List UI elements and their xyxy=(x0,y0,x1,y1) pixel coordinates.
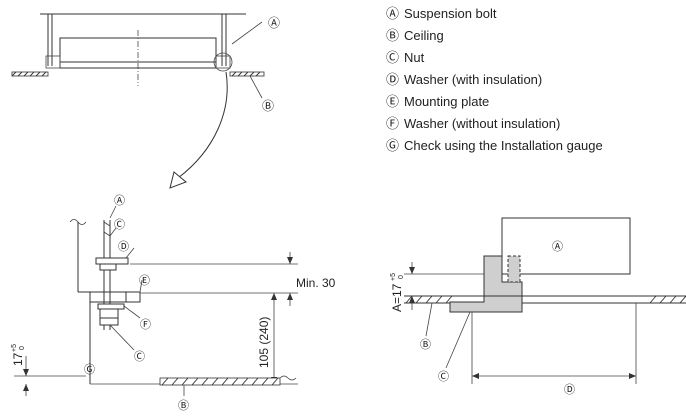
legend-text: Ceiling xyxy=(404,28,444,43)
ceiling-hatch-right xyxy=(231,71,261,77)
top-view: Ⓐ Ⓑ xyxy=(11,13,280,189)
gauge-view: Ⓐ A=17 +5 0 Ⓓ xyxy=(390,217,686,396)
gauge-label-c: Ⓒ xyxy=(438,370,449,383)
legend-text: Washer (without insulation) xyxy=(404,116,561,131)
top-label-b: Ⓑ xyxy=(262,99,274,113)
curved-arrow-head xyxy=(169,171,187,189)
ceiling-hatch-left xyxy=(11,71,47,77)
mounting-plate xyxy=(90,291,141,303)
detail-label-d: Ⓓ xyxy=(118,240,129,253)
detail-label-e: Ⓔ xyxy=(139,274,150,287)
gauge-label-d: Ⓓ xyxy=(564,383,575,396)
legend-text: Washer (with insulation) xyxy=(404,72,543,87)
dim-17: 17 xyxy=(11,352,25,366)
dim-a-minus: 0 xyxy=(398,275,405,279)
dim-17-group: 17 +5 0 xyxy=(11,344,26,366)
legend-text: Nut xyxy=(404,50,425,65)
curved-arrow xyxy=(177,71,228,179)
detail-label-g: Ⓖ xyxy=(84,363,95,376)
upper-washer xyxy=(95,257,129,265)
dim-a-group: A=17 +5 0 xyxy=(390,273,405,312)
legend-text: Mounting plate xyxy=(404,94,490,109)
legend-item: Ⓕ Washer (without insulation) xyxy=(386,113,560,132)
legend-item: Ⓖ Check using the Installation gauge xyxy=(386,135,603,154)
dim-17-minus: 0 xyxy=(19,346,26,350)
detail-label-f: Ⓕ xyxy=(140,318,151,331)
dim-min-30: Min. 30 xyxy=(296,276,336,290)
lower-nut xyxy=(99,308,119,319)
gauge-label-b: Ⓑ xyxy=(420,338,431,351)
gauge-label-a: Ⓐ xyxy=(552,240,563,253)
legend-marker: Ⓖ xyxy=(386,138,400,153)
upper-nut xyxy=(99,263,117,271)
legend-item: Ⓐ Suspension bolt xyxy=(386,3,497,22)
lower-washer xyxy=(97,303,125,310)
legend-marker: Ⓔ xyxy=(386,94,400,109)
legend-marker: Ⓕ xyxy=(386,116,400,131)
legend-item: Ⓑ Ceiling xyxy=(386,25,444,44)
gauge-unit-box xyxy=(501,217,631,275)
legend-marker: Ⓓ xyxy=(386,72,400,87)
dim-105: 105 (240) xyxy=(257,317,271,368)
dim-17-plus: +5 xyxy=(11,344,18,352)
detail-label-b: Ⓑ xyxy=(178,399,189,412)
detail-label-c1: Ⓒ xyxy=(114,218,125,231)
detail-label-c2: Ⓒ xyxy=(134,350,145,363)
legend-text: Check using the Installation gauge xyxy=(404,138,603,153)
legend-marker: Ⓒ xyxy=(386,50,400,65)
legend-marker: Ⓐ xyxy=(386,6,400,21)
dim-a-plus: +5 xyxy=(390,273,397,281)
bottom-ceiling-hatch xyxy=(161,377,279,386)
legend-marker: Ⓑ xyxy=(386,28,400,43)
detail-view: Ⓐ Ⓒ Ⓓ Ⓔ Ⓕ Ⓒ Ⓖ Min. 30 105 (240) 17 +5 0 xyxy=(11,194,336,412)
legend-item: Ⓓ Washer (with insulation) xyxy=(386,69,542,88)
legend-text: Suspension bolt xyxy=(404,6,497,21)
installation-gauge xyxy=(449,255,523,313)
top-label-a: Ⓐ xyxy=(268,16,280,30)
detail-label-a: Ⓐ xyxy=(114,194,125,207)
gauge-ceiling-hatch xyxy=(405,295,686,304)
legend-item: Ⓒ Nut xyxy=(386,47,424,66)
dim-a: A=17 xyxy=(390,283,404,312)
legend-item: Ⓔ Mounting plate xyxy=(386,91,489,110)
